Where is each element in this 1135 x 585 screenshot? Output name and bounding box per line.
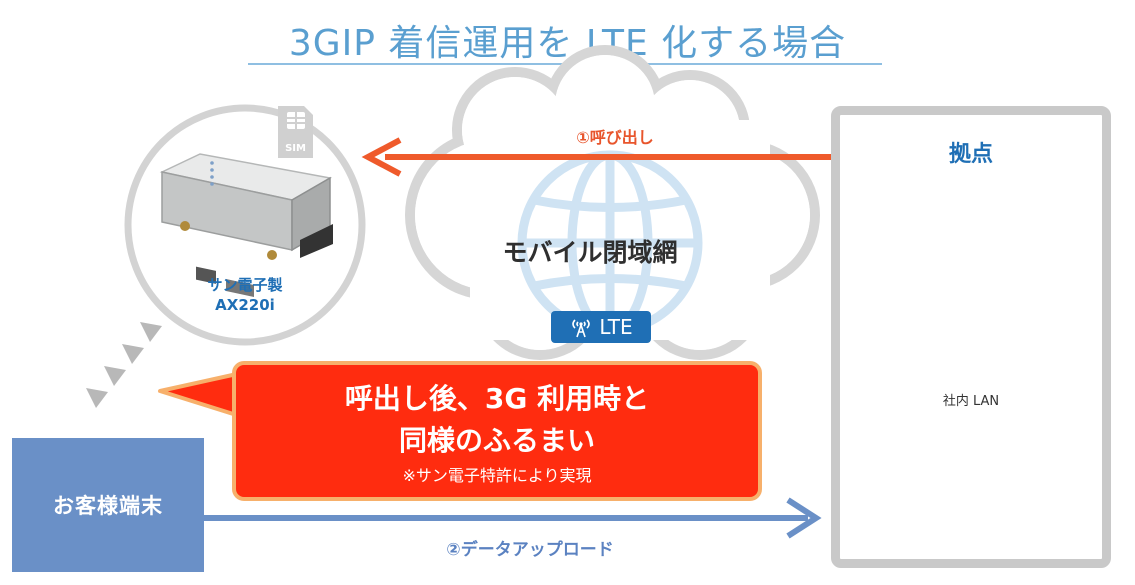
page-title: 3GIP 着信運用を LTE 化する場合 xyxy=(288,23,847,64)
sim-label: SIM xyxy=(285,143,306,154)
lte-badge-label: LTE xyxy=(599,315,633,339)
customer-terminal-label: お客様端末 xyxy=(53,494,163,518)
router-maker-label: サン電子製 xyxy=(207,276,283,294)
call-arrow-label: ①呼び出し xyxy=(576,128,654,147)
callout-headline-line1: 呼出し後、3G 利用時と xyxy=(344,382,650,415)
site-box xyxy=(831,106,1111,568)
site-label: 拠点 xyxy=(948,142,993,167)
wireless-signal-chevrons xyxy=(86,322,162,408)
lte-badge: LTE xyxy=(551,311,651,343)
lan-label: 社内 LAN xyxy=(942,394,1000,409)
customer-terminal-box: お客様端末 xyxy=(12,438,204,572)
upload-arrow-label: ②データアップロード xyxy=(446,540,614,560)
call-arrow xyxy=(361,137,836,177)
callout-note: ※サン電子特許により実現 xyxy=(402,466,592,485)
cloud-label: モバイル閉域網 xyxy=(502,238,678,267)
callout-headline-line2: 同様のふるまい xyxy=(398,424,595,457)
upload-arrow xyxy=(204,497,822,539)
router-device-image xyxy=(159,153,333,297)
sim-card-icon: SIM xyxy=(278,106,313,158)
callout-box xyxy=(232,361,762,501)
antenna-icon xyxy=(572,319,591,338)
router-model-label: AX220i xyxy=(215,296,275,314)
